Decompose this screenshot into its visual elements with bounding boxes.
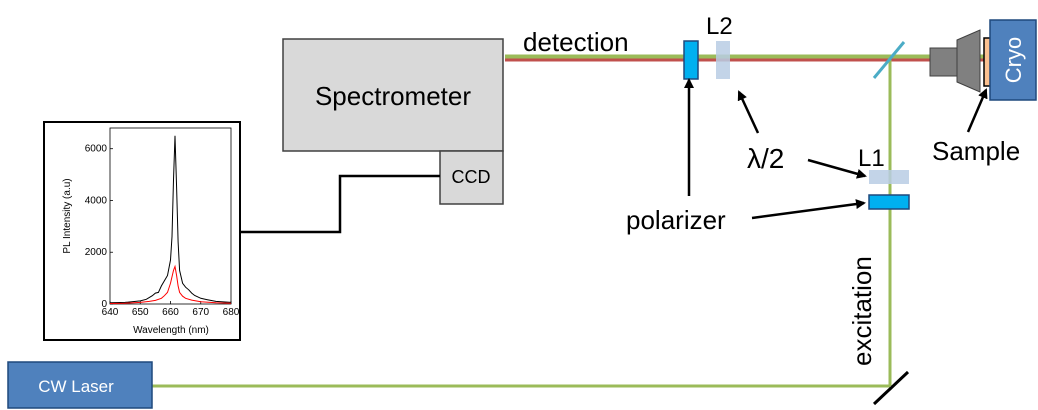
spectrometer-label: Spectrometer — [315, 81, 471, 111]
bottom-mirror — [872, 370, 910, 406]
spectrometer-box — [282, 38, 504, 152]
objective-body — [929, 47, 958, 77]
laser-label: CW Laser — [38, 377, 114, 396]
half-wave-arrow-right — [807, 158, 867, 179]
detection-beam — [505, 54, 985, 62]
cryo-box — [989, 19, 1037, 101]
waveplate-top — [716, 41, 730, 79]
laser-box — [7, 361, 153, 409]
half-wave-label: λ/2 — [747, 143, 784, 174]
plot-ylabel: PL Intensity (a.u) — [62, 178, 73, 253]
y-tick-label: 6000 — [85, 144, 108, 155]
cryo-label: Cryo — [1001, 37, 1026, 83]
sample-label: Sample — [932, 136, 1020, 166]
y-tick-label: 2000 — [85, 247, 108, 258]
series-line-0 — [109, 135, 232, 304]
objective-lens — [956, 29, 981, 93]
l1-label: L1 — [858, 145, 885, 172]
ccd-box — [439, 150, 504, 205]
pl-spectrum-plot: 640 650 660 670 680 0 2000 4000 6000 Wavelength … — [43, 121, 241, 341]
polarizer-bottom — [868, 194, 910, 210]
waveplate-bottom — [869, 170, 909, 184]
ccd-cable — [240, 174, 440, 234]
x-tick-label: 640 — [102, 307, 119, 318]
x-tick-label: 670 — [192, 307, 209, 318]
ccd-label: CCD — [452, 167, 491, 187]
plot-series — [109, 135, 232, 304]
plot-xlabel: Wavelength (nm) — [133, 325, 209, 336]
x-tick-label: 680 — [223, 307, 240, 318]
plot-ticks: 640 650 660 670 680 0 2000 4000 6000 — [85, 144, 240, 318]
excitation-label: excitation — [847, 256, 877, 366]
y-tick-label: 0 — [101, 299, 107, 310]
x-tick-label: 650 — [132, 307, 149, 318]
polarizer-arrow-right — [751, 199, 866, 220]
polarizer-top — [683, 40, 699, 80]
polarizer-label: polarizer — [626, 205, 726, 235]
excitation-beam — [152, 60, 892, 388]
dichroic-mirror — [872, 41, 906, 79]
y-tick-label: 4000 — [85, 195, 108, 206]
half-wave-arrow-up — [737, 90, 760, 134]
l2-label: L2 — [706, 13, 733, 40]
sample-arrow — [966, 88, 988, 133]
x-tick-label: 660 — [162, 307, 179, 318]
series-line-1 — [109, 264, 232, 304]
detection-label: detection — [523, 27, 629, 57]
